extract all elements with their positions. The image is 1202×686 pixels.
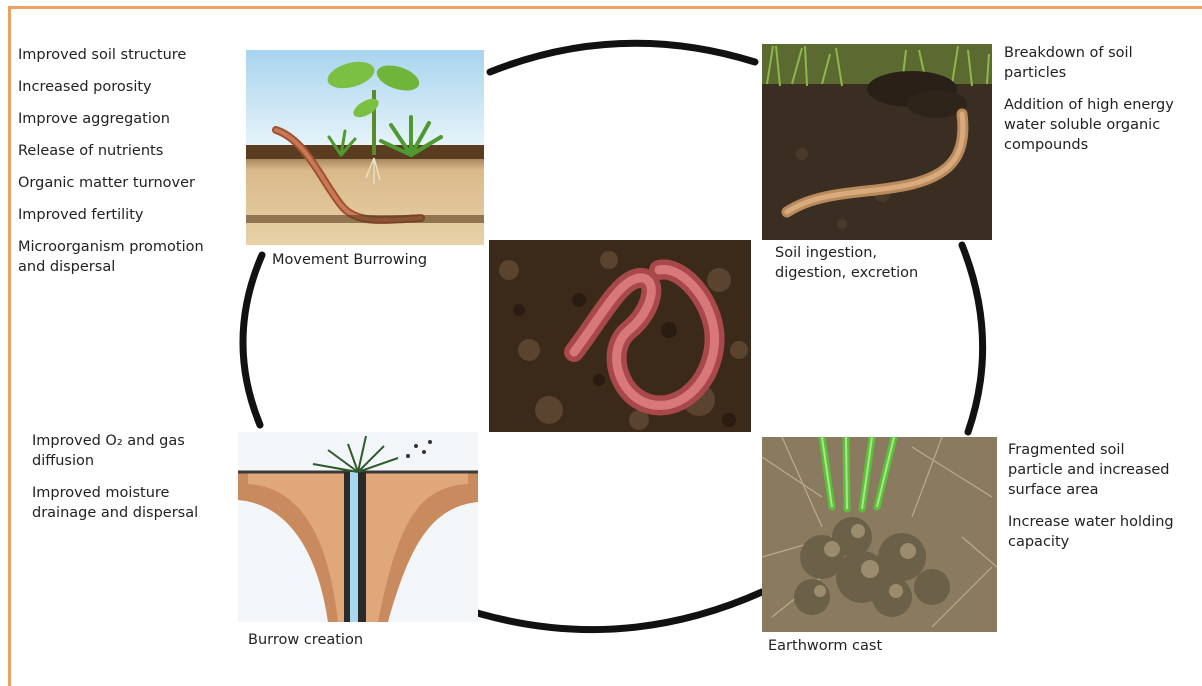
bottom-right-benefits: Fragmented soil particle and increased s…: [1008, 440, 1174, 552]
plant-with-earthworm-image: [246, 50, 484, 245]
benefit-item: Increased porosity: [18, 77, 204, 109]
earthworm-on-soil-image: [762, 44, 992, 240]
caption-earthworm-cast: Earthworm cast: [768, 636, 882, 656]
top-left-benefits: Improved soil structure Increased porosi…: [18, 45, 204, 277]
benefit-item: Microorganism promotion and dispersal: [18, 237, 204, 277]
arc-bottom: [452, 592, 762, 630]
benefit-item: Improved fertility: [18, 205, 204, 237]
arc-top: [490, 43, 755, 72]
benefit-item: Addition of high energy water soluble or…: [1004, 95, 1174, 155]
caption-soil-ingestion: Soil ingestion, digestion, excretion: [775, 243, 918, 283]
arc-right: [962, 245, 983, 432]
caption-movement-burrowing: Movement Burrowing: [272, 250, 427, 270]
earthworm-center-image: [489, 240, 751, 432]
benefit-item: Organic matter turnover: [18, 173, 204, 205]
top-right-benefits: Breakdown of soil particles Addition of …: [1004, 43, 1174, 155]
caption-burrow-creation: Burrow creation: [248, 630, 363, 650]
benefit-item: Breakdown of soil particles: [1004, 43, 1174, 83]
benefit-item: Increase water holding capacity: [1008, 512, 1174, 552]
benefit-item: Improved moisture drainage and dispersal: [32, 483, 198, 523]
benefit-item: Release of nutrients: [18, 141, 204, 173]
arc-left: [243, 255, 262, 425]
burrow-cross-section-image: [238, 432, 478, 622]
benefit-item: Improved soil structure: [18, 45, 204, 77]
benefit-item: Improve aggregation: [18, 109, 204, 141]
benefit-item: Fragmented soil particle and increased s…: [1008, 440, 1174, 500]
earthworm-cast-image: [762, 437, 997, 632]
bottom-left-benefits: Improved O₂ and gas diffusion Improved m…: [32, 431, 198, 523]
benefit-item: Improved O₂ and gas diffusion: [32, 431, 198, 471]
